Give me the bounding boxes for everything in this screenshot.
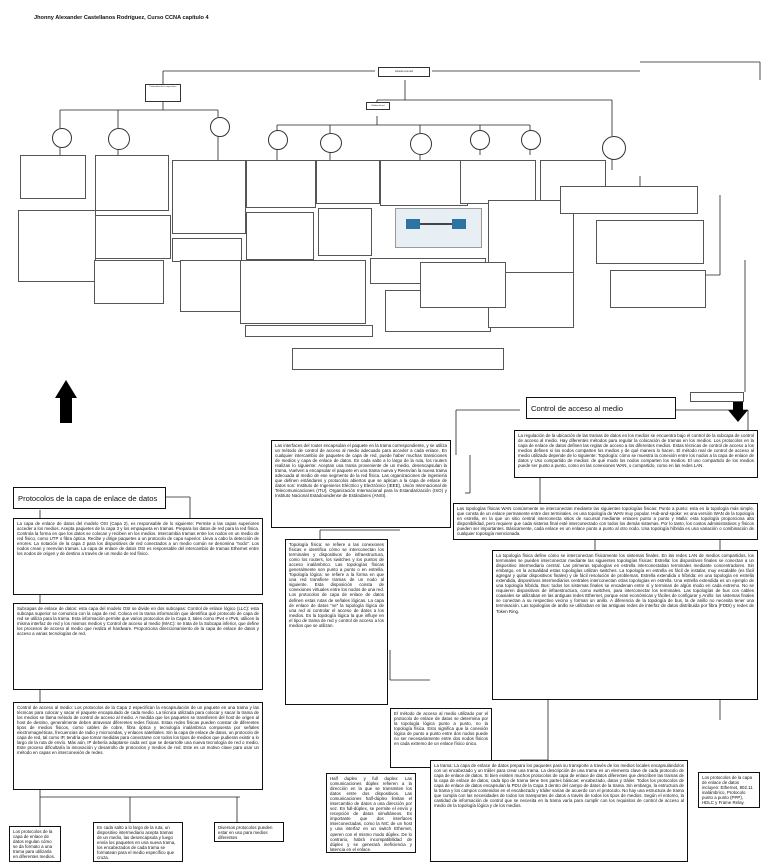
data-link-responsibilities: La capa de enlace de datos del modelo OS…	[13, 518, 263, 595]
detail-block	[95, 215, 171, 259]
detail-block	[180, 260, 242, 312]
detail-block	[318, 208, 372, 256]
detail-block	[246, 160, 316, 208]
logical-p2p: El método de acceso al medio utilizado p…	[390, 708, 492, 768]
node-circle	[268, 130, 288, 150]
media-access-control: Control de acceso al medio: Los protocol…	[13, 702, 263, 790]
detail-block	[380, 160, 468, 206]
detail-block	[240, 260, 366, 324]
detail-block	[245, 325, 373, 337]
detail-block	[18, 210, 96, 282]
physical-logical-topology: Topología física: se refiere a las conex…	[285, 539, 388, 705]
detail-block	[316, 160, 380, 204]
detail-block	[172, 160, 246, 234]
summary-protocols: Diversos protocolos pueden estar en uso …	[214, 822, 284, 842]
control-header: Control de acceso al medio	[526, 397, 676, 419]
node-circle	[320, 133, 342, 153]
node-circle	[410, 133, 432, 155]
page-title: Jhonny Alexander Castellanos Rodríguez, …	[34, 15, 209, 21]
detail-block	[560, 186, 698, 214]
half-full-duplex: Half duplex y full duplex: Las comunicac…	[326, 773, 416, 853]
detail-block	[596, 220, 704, 264]
node-circle	[521, 130, 541, 150]
frame-placement-regulation: La regulación de la ubicación de las tra…	[514, 430, 758, 478]
network-image	[395, 208, 482, 248]
protocolos-header: Protocolos de la capa de enlace de datos	[13, 487, 166, 509]
node-circle	[52, 128, 72, 148]
data-link-protocols: Los protocolos de la capa de enlace de d…	[698, 772, 760, 808]
detail-block	[172, 238, 242, 262]
detail-block	[610, 270, 706, 308]
detail-block	[94, 260, 164, 304]
physical-layer-node: Protocolos de la capa física	[145, 84, 181, 102]
wan-topologies: Las topologías físicas WAN comúnmente se…	[453, 503, 758, 540]
node-circle	[210, 117, 230, 137]
detail-block	[95, 155, 169, 211]
node-circle	[108, 128, 130, 150]
detail-block	[246, 212, 314, 260]
media-node: Medios de red	[366, 102, 390, 110]
root-node: Acceso a la red	[378, 67, 430, 77]
detail-block	[420, 262, 506, 308]
lan-topologies: La topología física define cómo se inter…	[492, 550, 758, 700]
detail-block	[460, 160, 536, 204]
frame-description: La trama: La capa de enlace de datos pre…	[430, 760, 688, 862]
node-circle	[470, 130, 490, 150]
router-interfaces: Las interfaces del router encapsulan el …	[271, 440, 451, 528]
detail-block	[20, 155, 86, 199]
summary-formatting: Los protocolos de la capa de enlace de d…	[9, 826, 61, 862]
detail-block	[690, 392, 744, 402]
detail-block	[292, 348, 504, 370]
summary-hop: En cada salto a lo largo de la ruta, un …	[93, 822, 183, 862]
node-circle	[602, 136, 626, 160]
data-link-sublayers: Subcapas de enlace de datos: esta capa d…	[13, 603, 263, 690]
detail-block	[488, 200, 574, 274]
